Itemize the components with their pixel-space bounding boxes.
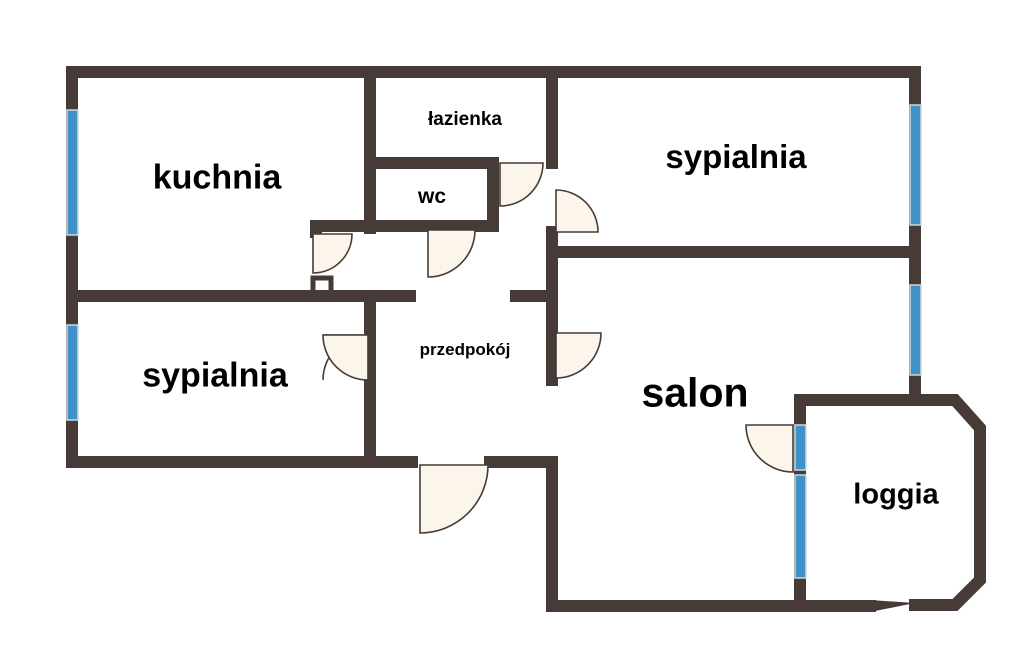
window-salon <box>909 284 922 376</box>
door-salon <box>555 332 602 379</box>
door-entrance <box>419 464 489 534</box>
windows <box>66 104 922 579</box>
room-label-salon: salon <box>641 369 749 416</box>
wall-loggia <box>794 394 986 611</box>
door-loggia <box>745 424 794 473</box>
window-bedroom-left <box>66 324 79 421</box>
room-label-bedroom-top: sypialnia <box>665 138 807 175</box>
room-label-kitchen: kuchnia <box>152 158 282 197</box>
door-bedroom-top <box>555 189 599 233</box>
door-bedroom-left <box>322 334 369 381</box>
doors <box>312 162 794 534</box>
door-bathroom <box>499 162 544 207</box>
room-label-bathroom: łazienka <box>428 109 502 130</box>
room-label-hall: przedpokój <box>419 340 511 359</box>
room-label-bedroom-left: sypialnia <box>142 356 288 395</box>
shaft <box>310 275 334 299</box>
room-label-loggia: loggia <box>853 478 939 511</box>
door-wc <box>427 229 476 278</box>
window-bedroom-top <box>909 104 922 226</box>
window-kitchen <box>66 109 79 236</box>
wall-taper <box>870 600 915 612</box>
room-label-wc: wc <box>417 185 447 208</box>
walls <box>66 66 986 612</box>
wall-hall-salon-bottom <box>484 456 806 612</box>
window-loggia <box>794 474 807 579</box>
window-loggia-door <box>794 424 807 471</box>
outer-wall-left <box>66 66 418 468</box>
wall-wc <box>310 157 499 232</box>
door-kitchen <box>312 233 353 274</box>
